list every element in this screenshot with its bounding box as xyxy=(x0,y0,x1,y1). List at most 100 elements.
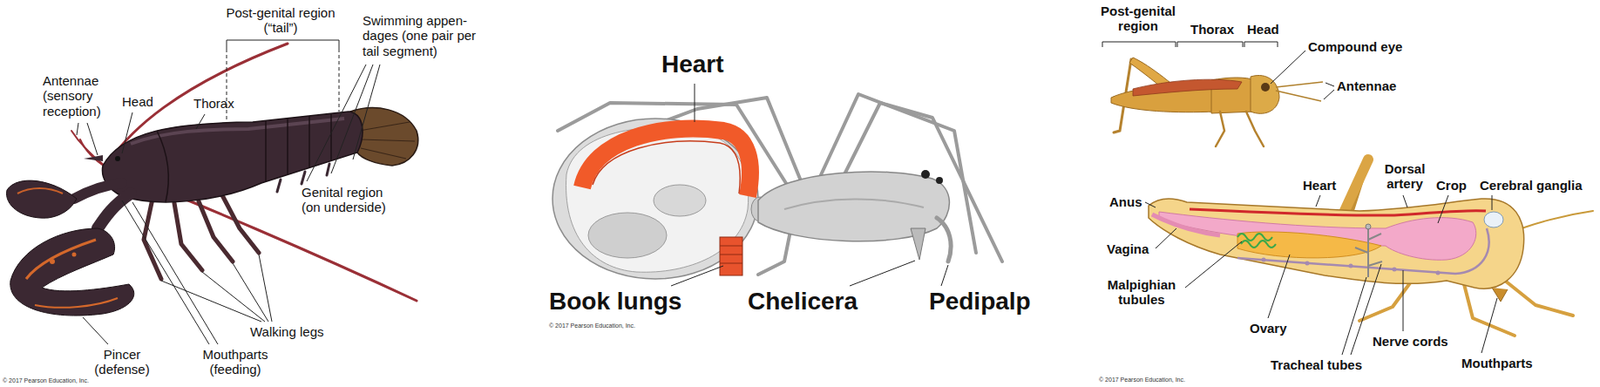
spider xyxy=(935,176,943,184)
spider xyxy=(694,83,696,123)
grasshopper-external xyxy=(1132,79,1242,96)
part-label: Dorsal artery xyxy=(1376,161,1433,192)
grasshopper-internal xyxy=(1464,284,1515,336)
leader-line xyxy=(671,83,949,286)
lobster xyxy=(264,121,267,182)
lobster xyxy=(174,203,203,271)
part-label: Malpighian tubules xyxy=(1099,277,1184,308)
part-label: Mouthparts (feeding) xyxy=(193,346,278,378)
copyright-note: © 2017 Pearson Education, Inc. xyxy=(1098,376,1186,384)
lobster-segment xyxy=(265,114,332,182)
grasshopper-external xyxy=(1325,82,1335,87)
part-label: Post-genital region (“tail”) xyxy=(215,5,346,36)
lobster xyxy=(115,155,121,162)
lobster xyxy=(222,195,259,253)
part-label: Thorax xyxy=(1190,21,1234,37)
part-label: Heart xyxy=(1302,177,1336,193)
part-label: Antennae (sensory reception) xyxy=(42,73,113,119)
grasshopper-internal xyxy=(1349,264,1354,269)
grasshopper-internal xyxy=(1436,271,1441,276)
part-label: Chelicera xyxy=(747,287,858,316)
spider xyxy=(849,260,916,286)
lobster xyxy=(161,280,262,322)
grasshopper-internal xyxy=(1392,267,1397,272)
spider xyxy=(552,118,759,279)
part-label: Pedipalp xyxy=(928,287,1031,316)
grasshopper-internal xyxy=(1152,214,1221,236)
grasshopper-internal xyxy=(1484,211,1504,228)
spider xyxy=(671,265,724,286)
grasshopper-external xyxy=(1177,41,1243,48)
grasshopper-external xyxy=(1275,81,1323,102)
lobster xyxy=(143,198,162,279)
spider xyxy=(653,184,706,217)
part-label: Genital region (on underside) xyxy=(301,184,405,216)
grasshopper-internal xyxy=(1145,159,1594,355)
grasshopper-internal xyxy=(1159,211,1477,260)
lobster xyxy=(226,40,339,49)
grasshopper-internal xyxy=(1155,228,1177,249)
lobster xyxy=(71,130,105,166)
grasshopper-internal xyxy=(1491,287,1508,302)
lobster xyxy=(130,118,345,144)
book-lung xyxy=(719,237,743,276)
lobster xyxy=(49,258,55,265)
spider xyxy=(941,264,949,286)
lobster xyxy=(330,114,333,161)
lobster xyxy=(87,122,98,156)
grasshopper-external xyxy=(1102,41,1335,147)
part-label: Pincer (defense) xyxy=(87,346,157,378)
lobster xyxy=(202,271,265,322)
spider xyxy=(592,141,740,194)
lobster xyxy=(74,183,123,199)
grasshopper-internal xyxy=(1437,195,1449,224)
lobster xyxy=(76,122,79,136)
lobster xyxy=(80,139,107,168)
part-label: Crop xyxy=(1436,177,1467,193)
grasshopper-internal xyxy=(1267,254,1290,319)
lobster xyxy=(82,317,109,345)
lobster xyxy=(97,193,131,229)
grasshopper-internal xyxy=(1185,241,1242,288)
grasshopper-internal xyxy=(1237,231,1382,258)
grasshopper-external xyxy=(1102,41,1176,48)
grasshopper-internal xyxy=(1261,257,1267,263)
spider xyxy=(719,237,743,276)
grasshopper-internal xyxy=(1305,261,1310,266)
spider xyxy=(936,217,951,262)
grasshopper-internal xyxy=(1148,198,1525,289)
lobster xyxy=(359,122,415,159)
grasshopper-internal xyxy=(1491,195,1493,211)
part-label: Thorax xyxy=(193,95,235,111)
lobster xyxy=(17,188,63,194)
lobster xyxy=(232,263,269,322)
spider-cephalothorax xyxy=(751,169,951,262)
lobster-leg xyxy=(143,195,259,279)
grasshopper-internal xyxy=(1403,195,1408,208)
copyright-note: © 2017 Pearson Education, Inc. xyxy=(2,377,89,385)
part-label: Mouthparts xyxy=(1461,355,1533,371)
lobster xyxy=(132,202,218,345)
segment-bracket xyxy=(1102,41,1278,48)
lobster xyxy=(331,64,373,174)
spider xyxy=(582,128,751,197)
lobster xyxy=(72,252,77,258)
part-label: Walking legs xyxy=(250,324,324,339)
grasshopper-external xyxy=(1323,89,1335,100)
grasshopper-external xyxy=(1261,82,1270,92)
lobster xyxy=(198,201,233,262)
copyright-note: © 2017 Pearson Education, Inc. xyxy=(549,322,636,330)
spider xyxy=(588,212,667,258)
lobster xyxy=(6,180,77,218)
lobster xyxy=(196,114,205,129)
part-label: Compound eye xyxy=(1308,39,1403,55)
grasshopper-internal xyxy=(1315,195,1321,207)
part-label: Cerebral ganglia xyxy=(1479,177,1583,193)
lobster xyxy=(122,112,133,154)
leader-line xyxy=(1270,50,1335,100)
spider-abdomen xyxy=(552,118,759,279)
part-label: Book lungs xyxy=(549,287,682,316)
